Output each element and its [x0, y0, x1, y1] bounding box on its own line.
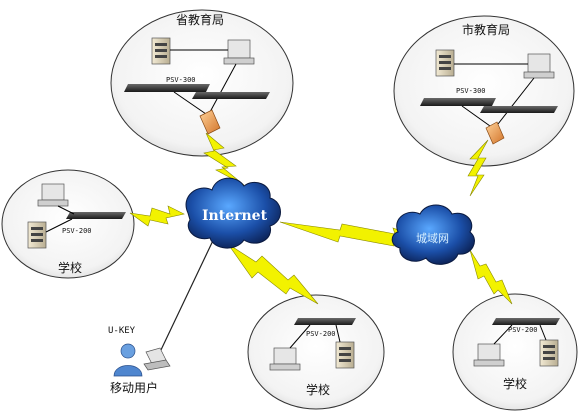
workstation-icon: [269, 347, 301, 371]
provincial-bureau-label: 省教育局: [176, 12, 224, 27]
mobile-link: [159, 229, 219, 353]
internet-label: Internet: [202, 208, 268, 224]
server-icon: [539, 339, 559, 367]
workstation-icon: [473, 343, 505, 367]
psv200-device-icon: [294, 318, 356, 325]
lightning-icon: [469, 249, 513, 305]
city-device-label: PSV-300: [456, 87, 486, 95]
workstation-icon: [223, 39, 255, 65]
wireless-links: [129, 132, 513, 305]
school-left-device-label: PSV-200: [62, 227, 92, 235]
city-bureau-label: 市教育局: [462, 22, 510, 37]
psv200-device-icon: [492, 318, 560, 325]
provincial-bureau-site: [110, 9, 294, 157]
school-mid-label: 学校: [306, 382, 330, 397]
psv300-device-icon: [124, 84, 270, 99]
psv300-device-icon: [420, 98, 558, 113]
workstation-icon: [37, 183, 69, 207]
school-left-site: [1, 169, 135, 279]
firewall-icon: [199, 109, 221, 135]
man-cloud[interactable]: [391, 204, 475, 265]
server-icon: [151, 37, 171, 65]
ukey-label: U-KEY: [108, 326, 136, 336]
firewall-icon: [485, 121, 505, 145]
lightning-icon: [467, 139, 489, 197]
server-icon: [27, 221, 47, 249]
school-mid-device-label: PSV-200: [306, 330, 336, 338]
lightning-icon: [129, 205, 185, 227]
school-right-label: 学校: [503, 376, 527, 391]
lightning-icon: [227, 243, 319, 305]
man-label: 城域网: [416, 232, 449, 245]
school-right-device-label: PSV-200: [508, 326, 538, 334]
server-icon: [435, 49, 455, 77]
school-left-label: 学校: [58, 260, 82, 275]
school-right-site: [452, 293, 578, 411]
server-icon: [335, 341, 355, 369]
lightning-icon: [203, 132, 245, 186]
user-icon: [113, 343, 143, 377]
internet-cloud[interactable]: [185, 177, 281, 249]
laptop-icon: [143, 347, 171, 371]
mobile-user-label: 移动用户: [110, 380, 158, 395]
provincial-device-label: PSV-300: [166, 76, 196, 84]
psv200-device-icon: [66, 212, 126, 219]
workstation-icon: [523, 53, 555, 79]
